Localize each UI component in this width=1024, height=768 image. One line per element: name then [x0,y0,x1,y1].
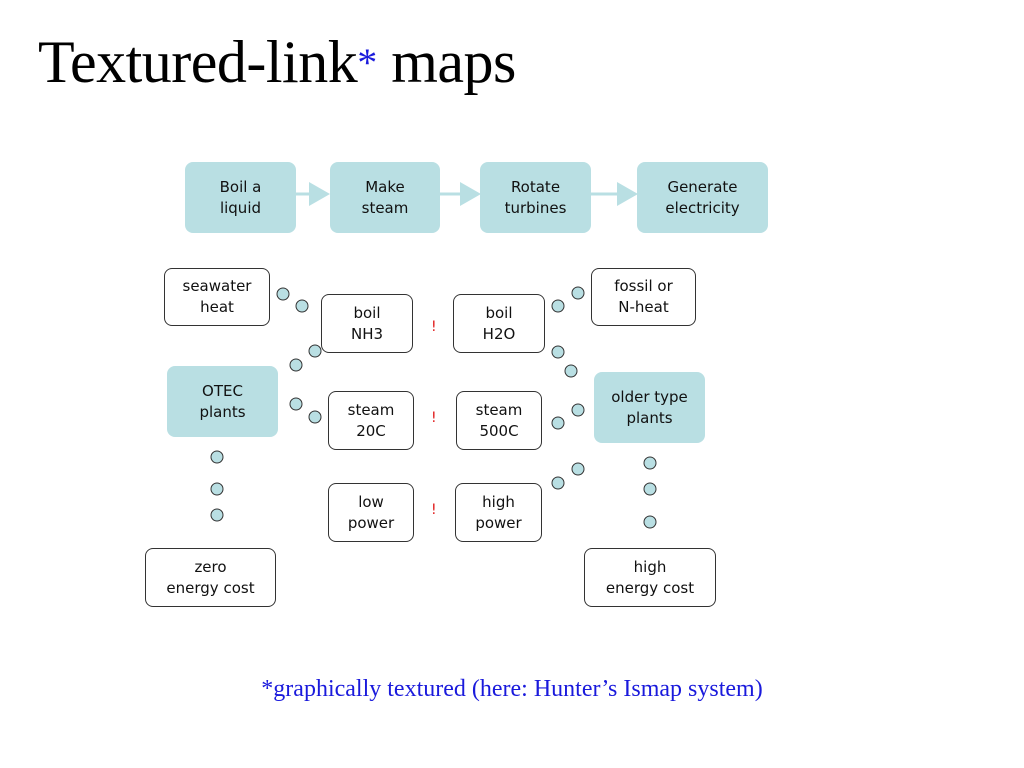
contrast-mark: ! [431,502,437,518]
bead [551,416,565,430]
node-low-power[interactable]: low power [328,483,414,542]
step-make-steam[interactable]: Make steam [330,162,440,233]
step-boil-liquid[interactable]: Boil a liquid [185,162,296,233]
contrast-mark: ! [431,410,437,426]
title-main: Textured-link [38,29,358,95]
page-title: Textured-link* maps [38,28,516,97]
bead [308,344,322,358]
bead [551,476,565,490]
contrast-mark: ! [431,319,437,335]
step-generate-electricity[interactable]: Generate electricity [637,162,768,233]
bead [643,515,657,529]
bead [289,358,303,372]
node-high-power[interactable]: high power [455,483,542,542]
bead [308,410,322,424]
texture-beads [210,286,657,529]
node-fossil-n-heat[interactable]: fossil or N-heat [591,268,696,326]
bead [295,299,309,313]
node-otec-plants[interactable]: OTEC plants [167,366,278,437]
bead [551,345,565,359]
bead [210,482,224,496]
node-seawater-heat[interactable]: seawater heat [164,268,270,326]
bead [276,287,290,301]
footnote: *graphically textured (here: Hunter’s Is… [261,676,763,702]
bead [210,450,224,464]
bead [210,508,224,522]
title-rest: maps [376,29,516,95]
bead [643,456,657,470]
title-asterisk: * [357,40,377,85]
node-steam-20c[interactable]: steam 20C [328,391,414,450]
node-boil-nh3[interactable]: boil NH3 [321,294,413,353]
bead [571,403,585,417]
bead [289,397,303,411]
bead [571,462,585,476]
node-boil-h2o[interactable]: boil H2O [453,294,545,353]
node-zero-energy-cost[interactable]: zero energy cost [145,548,276,607]
node-steam-500c[interactable]: steam 500C [456,391,542,450]
bead [551,299,565,313]
bead [571,286,585,300]
node-high-energy-cost[interactable]: high energy cost [584,548,716,607]
bead [564,364,578,378]
bead [643,482,657,496]
node-older-type-plants[interactable]: older type plants [594,372,705,443]
step-rotate-turbines[interactable]: Rotate turbines [480,162,591,233]
